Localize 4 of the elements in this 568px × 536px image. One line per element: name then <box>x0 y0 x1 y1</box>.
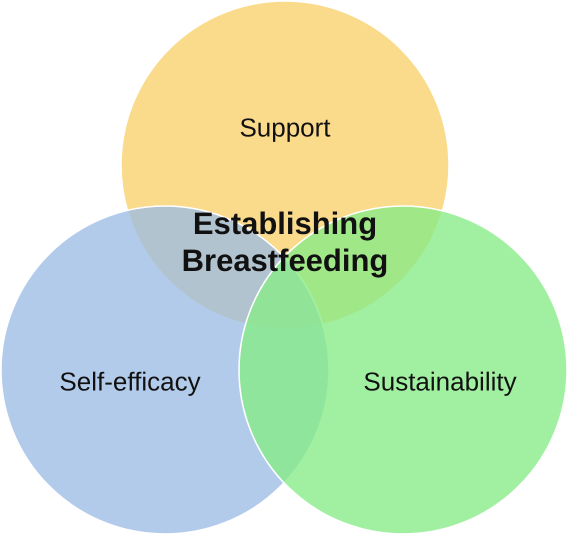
center-label: Establishing Breastfeeding <box>180 205 390 280</box>
circle-label: Support <box>239 112 331 144</box>
circle-label: Self-efficacy <box>59 366 201 398</box>
circle-label: Sustainability <box>363 366 517 398</box>
